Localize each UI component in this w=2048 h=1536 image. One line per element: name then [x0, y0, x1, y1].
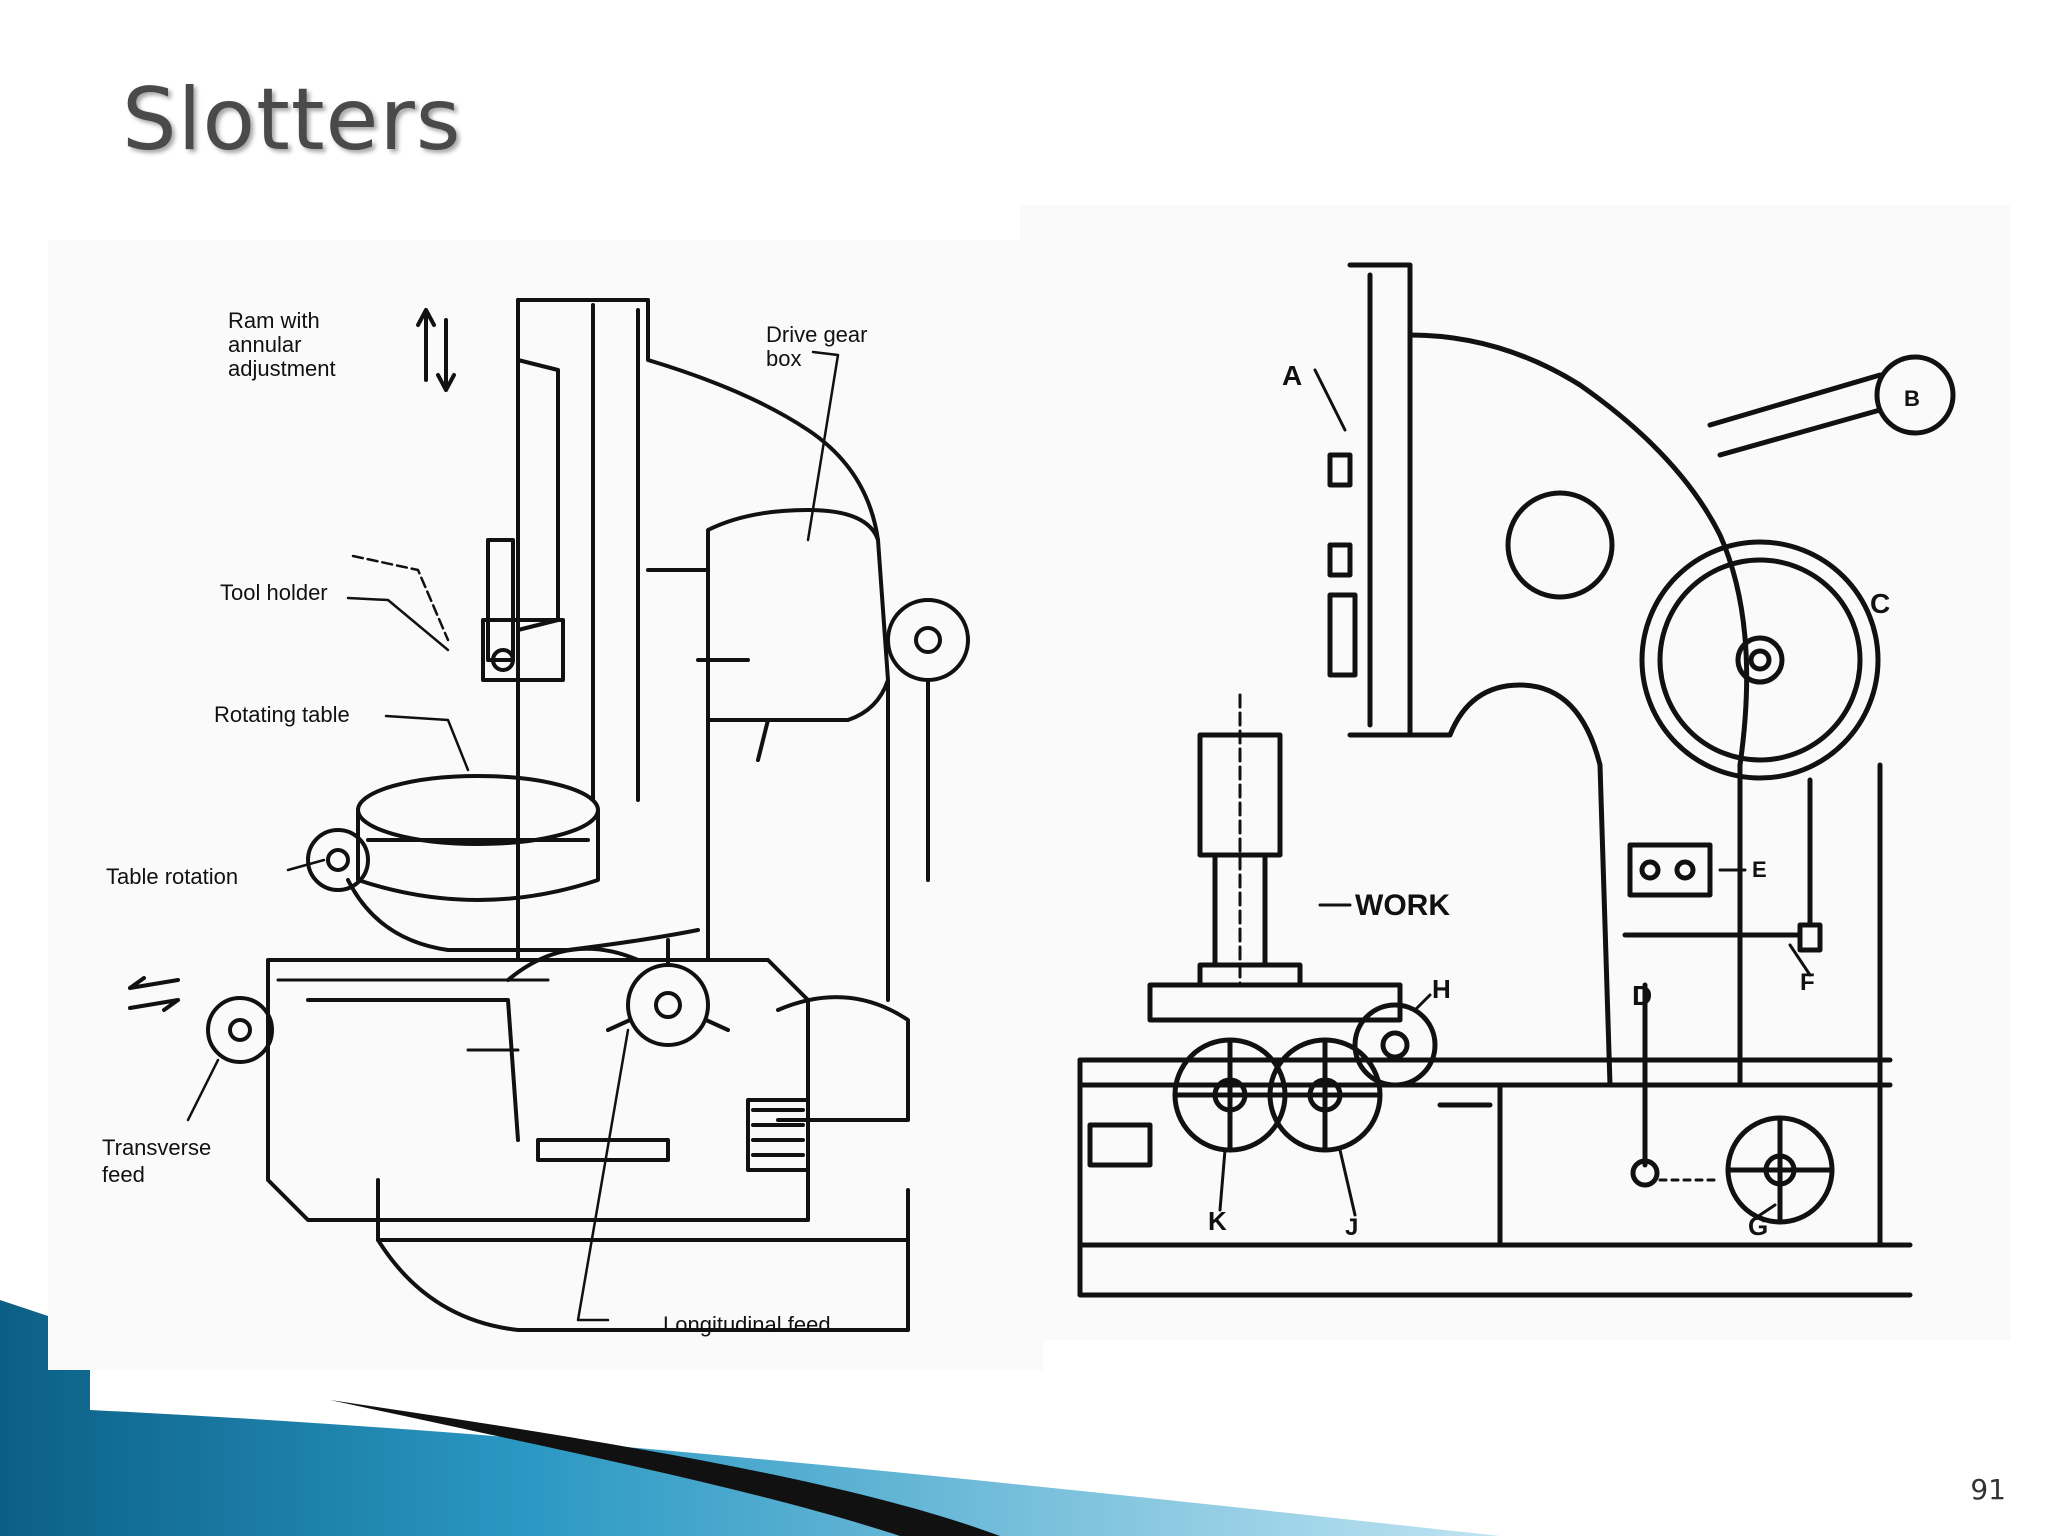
label-f: F: [1800, 969, 1815, 996]
label-drive-gear-1: Drive gear: [766, 322, 867, 347]
slotter-drawing-left: Ram with annular adjustment Tool holder …: [102, 298, 970, 1337]
label-transverse-1: Transverse: [102, 1135, 211, 1160]
label-longitudinal-feed: Longitudinal feed: [663, 1312, 831, 1337]
label-drive-gear-2: box: [766, 346, 801, 371]
label-transverse-2: feed: [102, 1162, 145, 1187]
label-h: H: [1432, 974, 1451, 1004]
label-work: WORK: [1355, 889, 1450, 922]
label-b: B: [1904, 386, 1920, 411]
label-g: G: [1748, 1211, 1768, 1241]
slotter-drawing-right: A B C D E F G H J K WORK: [1077, 262, 1956, 1298]
label-tool-holder: Tool holder: [220, 580, 328, 605]
label-k: K: [1208, 1206, 1227, 1236]
label-c: C: [1870, 588, 1890, 619]
slide-title: Slotters: [122, 70, 462, 170]
slotter-diagram-right: A B C D E F G H J K WORK: [1020, 205, 2010, 1340]
page-number: 91: [1970, 1473, 2006, 1506]
label-a: A: [1282, 360, 1302, 391]
label-rotating-table: Rotating table: [214, 702, 350, 727]
label-j: J: [1345, 1214, 1358, 1241]
slotter-diagram-left: Ram with annular adjustment Tool holder …: [48, 240, 1043, 1370]
label-ram-3: adjustment: [228, 356, 336, 381]
label-d: D: [1632, 980, 1652, 1011]
label-ram-2: annular: [228, 332, 301, 357]
label-ram-1: Ram with: [228, 308, 320, 333]
label-table-rotation: Table rotation: [106, 864, 238, 889]
label-e: E: [1752, 857, 1767, 882]
